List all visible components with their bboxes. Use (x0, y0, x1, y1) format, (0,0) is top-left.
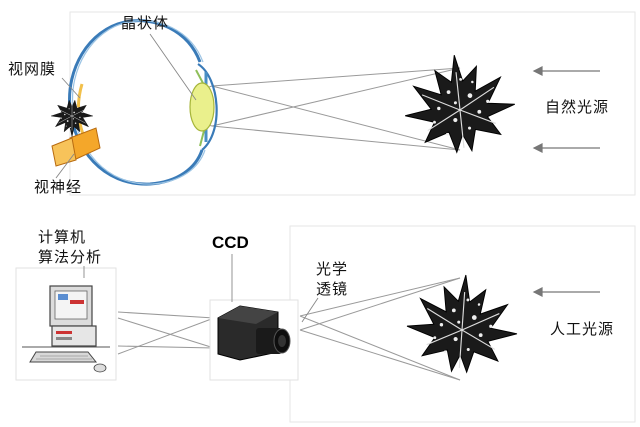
artificial-light-rays (299, 277, 461, 381)
label-pointers-top (55, 33, 197, 179)
lens-shape (189, 82, 215, 132)
arrow-left-icon-bottom (532, 287, 600, 297)
retina-label: 视网膜 (8, 60, 57, 78)
arrow-left-icon (532, 66, 600, 153)
optics-label-line1: 光学 (316, 260, 349, 278)
artificial-light-label: 人工光源 (550, 320, 615, 338)
natural-light-label: 自然光源 (545, 98, 610, 116)
ccd-camera (209, 299, 299, 381)
computer-label-line2: 算法分析 (38, 248, 103, 266)
label-pointers-bottom (83, 254, 319, 323)
eye-cross-section (51, 19, 218, 186)
computer-label-line1: 计算机 (38, 228, 87, 246)
ccd-label: CCD (212, 233, 249, 252)
desktop-computer (15, 267, 117, 381)
lens-label: 晶状体 (121, 14, 170, 32)
optic-nerve-label: 视神经 (34, 178, 83, 196)
maple-leaf-natural (398, 48, 520, 158)
signal-lines (117, 311, 215, 355)
optics-label-line2: 透镜 (316, 280, 349, 298)
